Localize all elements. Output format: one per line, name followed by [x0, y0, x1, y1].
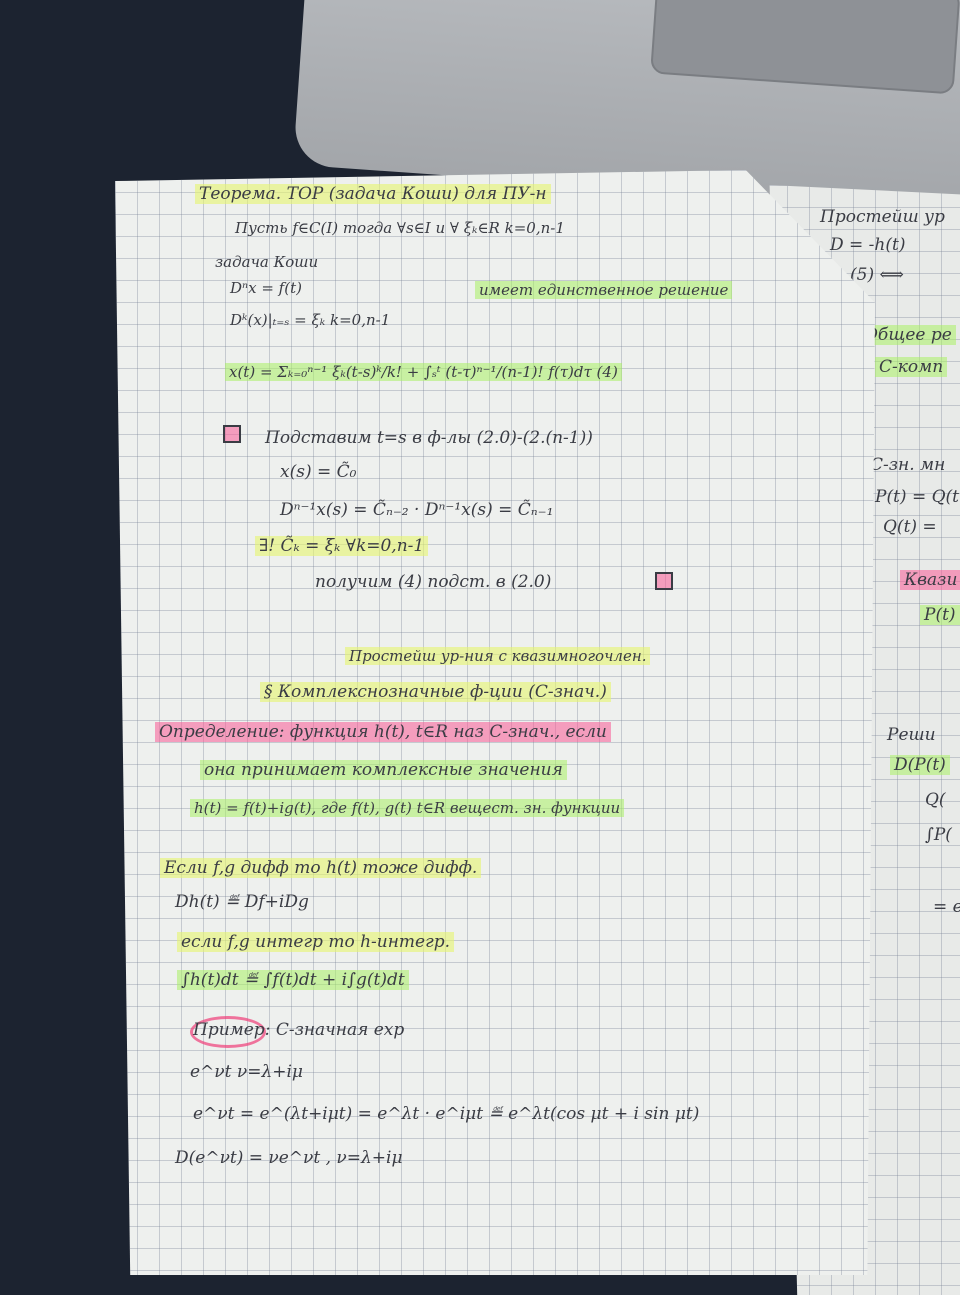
- section-heading-1: Простейш ур-ния с квазимногочлен.: [345, 646, 651, 666]
- line-18: Если f,g дифф то h(t) тоже дифф.: [160, 858, 482, 878]
- line-6: Dᵏ(x)|ₜ₌ₛ = ξₖ k=0,n-1: [230, 311, 391, 329]
- line-9: x(s) = C̃₀: [280, 462, 357, 482]
- line-19: Dh(t) ≝ Df+iDg: [175, 892, 309, 912]
- line-25: D(e^νt) = νe^νt , ν=λ+iμ: [175, 1148, 403, 1168]
- right-line-12: D(P(t): [890, 755, 950, 775]
- section-heading-2: § Комплекснозначные ф-ции (C-знач.): [260, 682, 611, 702]
- line-4: Dⁿx = f(t): [230, 279, 302, 297]
- proof-end-mark: [655, 572, 673, 590]
- right-line-9: Квази: [900, 570, 960, 590]
- right-line-1: Простейш ур: [820, 207, 945, 227]
- formula-4: x(t) = Σₖ₌₀ⁿ⁻¹ ξₖ(t-s)ᵏ/k! + ∫ₛᵗ (t-τ)ⁿ⁻…: [225, 362, 622, 382]
- line-12: получим (4) подст. в (2.0): [315, 572, 552, 592]
- line-21: ∫h(t)dt ≝ ∫f(t)dt + i∫g(t)dt: [177, 970, 409, 990]
- line-10: Dⁿ⁻¹x(s) = C̃ₙ₋₂ · Dⁿ⁻¹x(s) = C̃ₙ₋₁: [280, 500, 554, 520]
- right-line-3: (5) ⟺: [850, 265, 904, 285]
- definition-line: Определение: функция h(t), t∈R наз C-зна…: [155, 722, 611, 742]
- right-line-10: P(t): [920, 605, 960, 625]
- line-24: e^νt = e^(λt+iμt) = e^λt · e^iμt ≝ e^λt(…: [193, 1104, 700, 1124]
- line-2: Пусть f∈C(I) тогда ∀s∈I и ∀ ξₖ∈R k=0,n-1: [235, 219, 565, 237]
- line-20: если f,g интегр то h-интегр.: [177, 932, 454, 952]
- line-3: задача Коши: [215, 253, 319, 271]
- right-line-7: P(t) = Q(t: [875, 487, 959, 507]
- example-line: Пример: C-значная exp: [193, 1020, 405, 1040]
- line-8: Подставим t=s в ф-лы (2.0)-(2.(n-1)): [265, 428, 593, 448]
- right-line-11: Реши: [887, 725, 936, 745]
- theorem-title: Теорема. ТОР (задача Коши) для ПУ-н: [195, 184, 551, 204]
- right-line-2: D = -h(t): [830, 235, 906, 255]
- notebook-left-page: Теорема. ТОР (задача Коши) для ПУ-н Пуст…: [115, 170, 875, 1275]
- right-line-15: = e: [933, 897, 960, 917]
- right-line-5: C-комп: [875, 357, 948, 377]
- line-17: h(t) = f(t)+ig(t), где f(t), g(t) t∈R ве…: [190, 798, 625, 818]
- line-5: имеет единственное решение: [475, 280, 733, 300]
- right-line-13: Q(: [925, 790, 946, 810]
- line-11: ∃! C̃ₖ = ξₖ ∀k=0,n-1: [255, 536, 429, 556]
- right-line-14: ∫P(: [925, 825, 952, 845]
- proof-start-mark: [223, 425, 241, 443]
- line-23: e^νt ν=λ+iμ: [190, 1062, 303, 1082]
- line-16: она принимает комплексные значения: [200, 760, 567, 780]
- right-line-8: Q(t) =: [883, 517, 937, 537]
- laptop-touchpad: [650, 0, 960, 95]
- right-line-6: C-зн. мн: [870, 455, 946, 475]
- right-line-4: Общее ре: [860, 325, 956, 345]
- pink-scribble: [190, 1016, 266, 1048]
